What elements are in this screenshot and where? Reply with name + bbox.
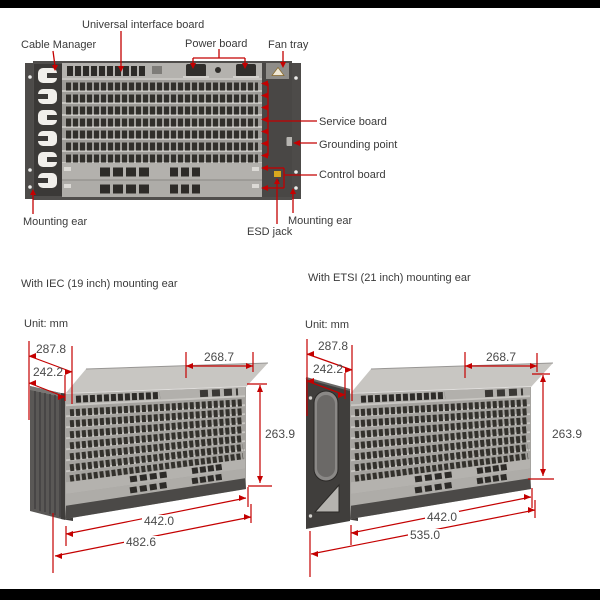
front-panel-chassis	[25, 61, 301, 200]
iec-side-panel	[30, 386, 65, 520]
etsi-unit-label: Unit: mm	[305, 319, 349, 331]
etsi-dim-268-7: 268.7	[486, 350, 517, 364]
label-esd-jack: ESD jack	[247, 226, 293, 238]
iec-dim-442-0: 442.0	[142, 514, 177, 528]
iec-dim-287-8: 287.8	[36, 342, 67, 356]
grounding-point-screw	[286, 137, 293, 146]
label-mounting-ear-right: Mounting ear	[288, 215, 353, 227]
letterbox-bar-top	[0, 0, 600, 8]
etsi-dim-287-8: 287.8	[318, 339, 349, 353]
iec-dim-268-7: 268.7	[204, 350, 235, 364]
label-control-board: Control board	[319, 169, 386, 181]
etsi-mounting-ear-panel	[305, 377, 351, 529]
iec-dim-242-2: 242.2	[33, 365, 64, 379]
label-mounting-ear-left: Mounting ear	[23, 216, 88, 228]
iec-dim-482-6: 482.6	[124, 535, 159, 549]
heading-iec-mounting-ear: With IEC (19 inch) mounting ear	[21, 278, 178, 290]
front-panel-callout-lines	[30, 31, 317, 224]
cable-manager-hooks	[38, 68, 57, 188]
label-universal-interface-board: Universal interface board	[82, 19, 205, 31]
iec-chassis-drawing	[30, 363, 268, 521]
fan-tray-triangle-icon	[271, 66, 285, 76]
etsi-dim-242-2: 242.2	[313, 362, 344, 376]
etsi-dim-263-9: 263.9	[552, 427, 583, 441]
label-power-board: Power board	[185, 38, 248, 50]
label-fan-tray: Fan tray	[268, 39, 309, 51]
letterbox-bar-bottom	[0, 589, 600, 600]
mounting-ear-right-flange	[292, 63, 301, 199]
esd-jack-port	[274, 171, 281, 177]
heading-etsi-mounting-ear: With ETSI (21 inch) mounting ear	[308, 272, 471, 284]
etsi-dim-535-0: 535.0	[408, 528, 443, 542]
fan-tray-module	[266, 63, 289, 79]
etsi-dim-442-0: 442.0	[425, 510, 460, 524]
etsi-chassis-drawing	[305, 363, 553, 529]
service-board-slots	[62, 78, 262, 164]
mounting-ear-left-flange	[25, 63, 35, 199]
label-cable-manager: Cable Manager	[21, 39, 97, 51]
label-service-board: Service board	[319, 116, 387, 128]
control-board-slots	[62, 163, 262, 197]
iec-unit-label: Unit: mm	[24, 318, 68, 330]
etsi-ear-triangle-vent	[313, 483, 340, 513]
iec-dim-263-9: 263.9	[265, 427, 296, 441]
label-grounding-point: Grounding point	[319, 139, 398, 151]
power-board-slot	[183, 64, 259, 79]
